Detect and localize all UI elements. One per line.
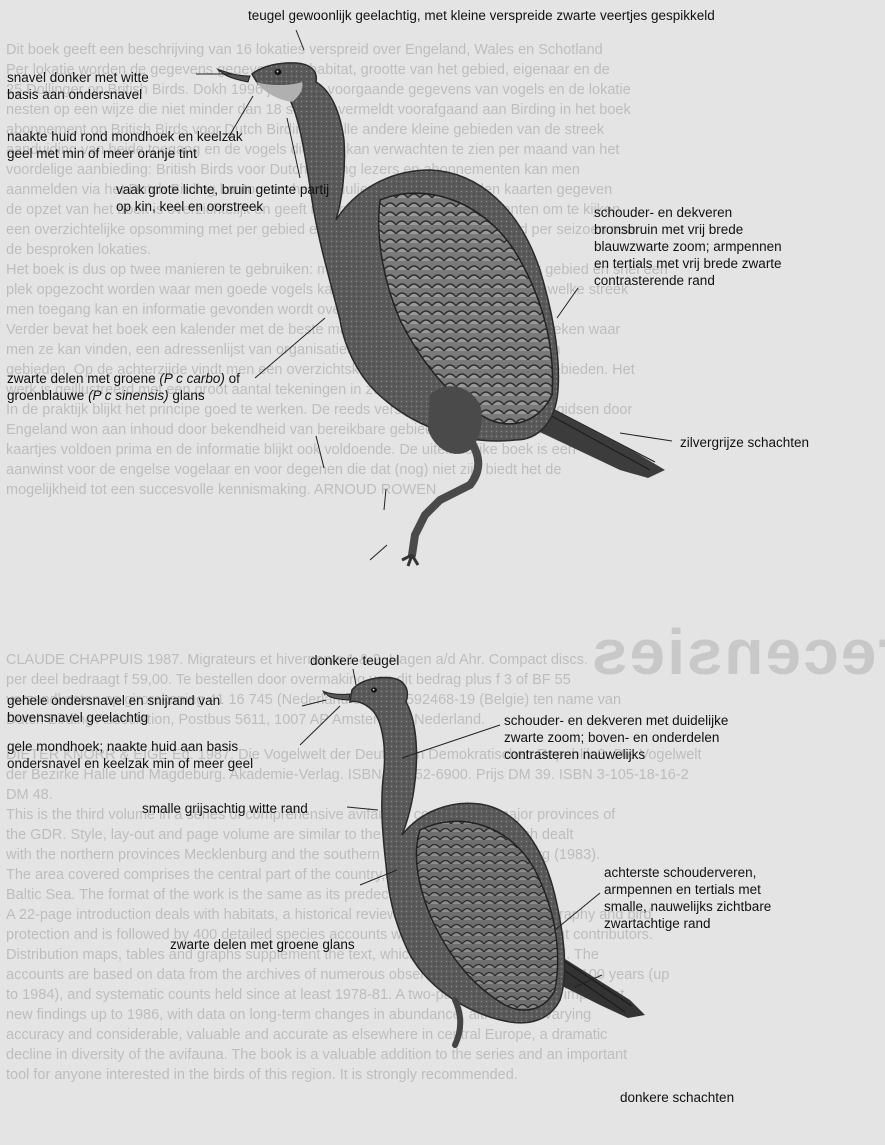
top-cormorant-drawing [216, 63, 665, 566]
label-smalle-rand: smalle grijsachtig witte rand [142, 800, 308, 817]
label-donkere-schachten: donkere schachten [620, 1089, 734, 1106]
label-snavel: snavel donker met witte basis aan onders… [7, 69, 149, 103]
label-donkere-teugel: donkere teugel [310, 652, 399, 669]
label-lichte-partij: vaak grote lichte, bruin getinte partij … [116, 181, 329, 215]
label-gele-mondhoek: gele mondhoek; naakte huid aan basis ond… [7, 738, 253, 772]
label-achterste-schouderveren: achterste schouderveren, armpennen en te… [604, 864, 771, 932]
label-zwarte-delen: zwarte delen met groene (P c carbo) of g… [7, 370, 240, 404]
label-ondersnavel: gehele ondersnavel en snijrand van boven… [7, 692, 220, 726]
label-naakte-huid: naakte huid rond mondhoek en keelzak gee… [7, 128, 243, 162]
label-groene-glans: zwarte delen met groene glans [170, 936, 355, 953]
label-zilvergrijze: zilvergrijze schachten [680, 434, 809, 451]
label-schouder-duidelijk: schouder- en dekveren met duidelijke zwa… [504, 712, 728, 763]
label-teugel: teugel gewoonlijk geelachtig, met kleine… [248, 7, 715, 24]
label-schouder-dekveren: schouder- en dekveren bronsbruin met vri… [594, 204, 782, 289]
